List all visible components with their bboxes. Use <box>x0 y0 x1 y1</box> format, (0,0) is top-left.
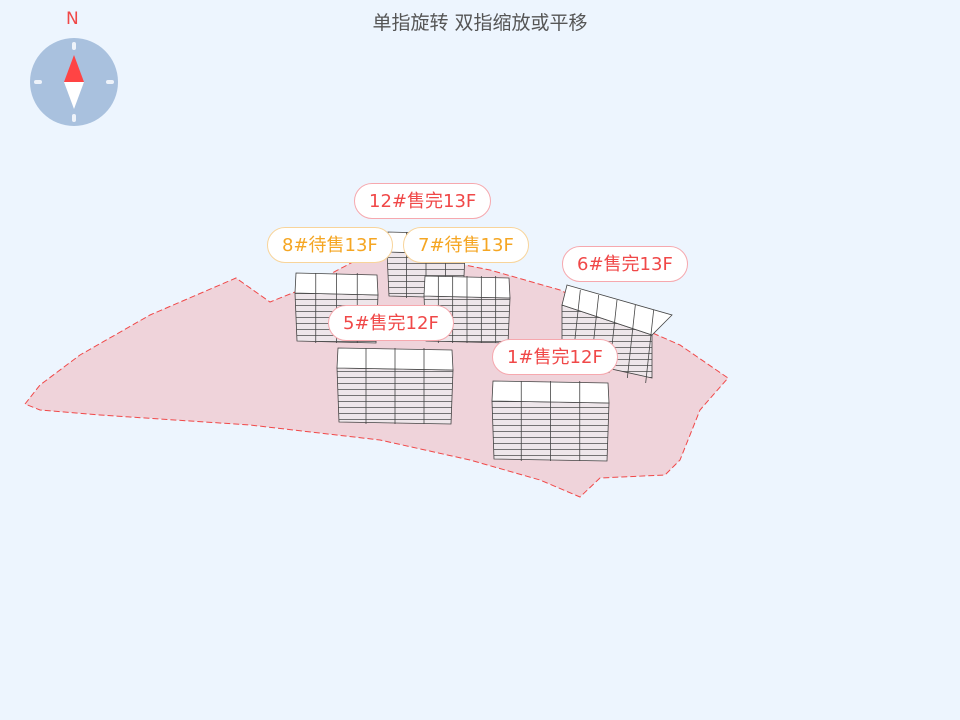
building-label[interactable]: 5#售完12F <box>328 305 454 341</box>
building-label[interactable]: 12#售完13F <box>354 183 492 219</box>
building-4[interactable] <box>336 347 454 425</box>
compass[interactable] <box>30 38 118 126</box>
gesture-hint: 单指旋转 双指缩放或平移 <box>372 12 588 34</box>
building-roof <box>561 284 673 336</box>
building-label[interactable]: 7#待售13F <box>403 227 529 263</box>
building-label[interactable]: 6#售完13F <box>562 246 688 282</box>
unit-divider <box>626 304 636 379</box>
building-label[interactable]: 8#待售13F <box>267 227 393 263</box>
building-5[interactable] <box>491 380 610 462</box>
building-label[interactable]: 1#售完12F <box>492 339 618 375</box>
compass-needle-icon <box>34 42 114 122</box>
unit-divider <box>645 309 655 384</box>
compass-north-label: N <box>66 9 79 29</box>
